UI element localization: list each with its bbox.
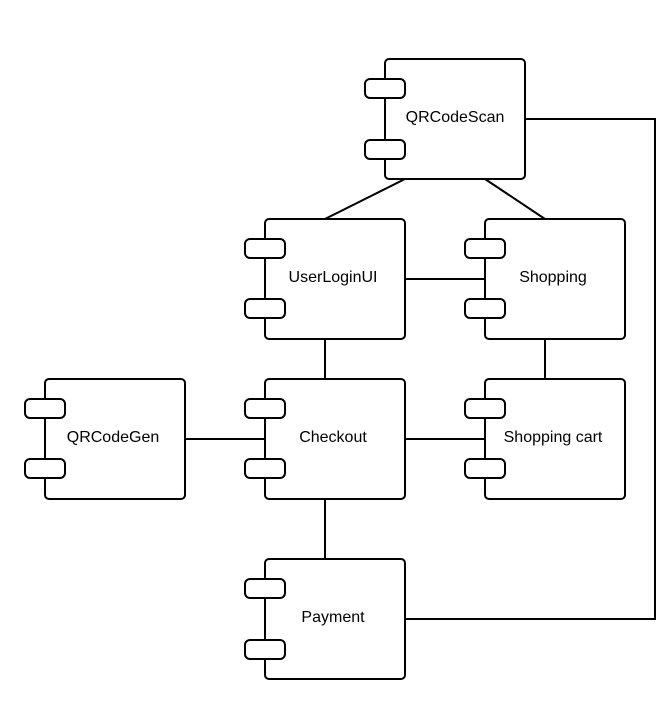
port-bottom bbox=[244, 298, 286, 319]
connector-qrcodescan-payment bbox=[405, 118, 656, 620]
connector-qrcodescan-userloginui bbox=[324, 178, 406, 220]
component-label: QRCodeGen bbox=[67, 429, 160, 446]
component-box bbox=[264, 378, 406, 500]
component-box bbox=[44, 378, 186, 500]
port-top bbox=[244, 578, 286, 599]
component-userloginui: UserLoginUI bbox=[244, 218, 406, 340]
component-label: Shopping bbox=[519, 269, 587, 286]
component-label: Shopping cart bbox=[504, 429, 603, 446]
component-qrcodegen: QRCodeGen bbox=[24, 378, 186, 500]
port-bottom bbox=[464, 458, 506, 479]
port-top bbox=[244, 238, 286, 259]
port-top bbox=[24, 398, 66, 419]
component-shopping-cart: Shopping cart bbox=[464, 378, 626, 500]
port-bottom bbox=[464, 298, 506, 319]
port-bottom bbox=[24, 458, 66, 479]
component-checkout: Checkout bbox=[244, 378, 406, 500]
port-top bbox=[244, 398, 286, 419]
component-box bbox=[264, 218, 406, 340]
component-box bbox=[384, 58, 526, 180]
component-box bbox=[484, 378, 626, 500]
port-top bbox=[364, 78, 406, 99]
component-qrcodescan: QRCodeScan bbox=[364, 58, 526, 180]
component-box bbox=[484, 218, 626, 340]
component-label: QRCodeScan bbox=[406, 109, 505, 126]
component-label: Checkout bbox=[299, 429, 367, 446]
component-label: UserLoginUI bbox=[289, 269, 378, 286]
component-label: Payment bbox=[301, 609, 365, 626]
component-payment: Payment bbox=[244, 558, 406, 680]
connector-qrcodescan-shopping bbox=[484, 178, 546, 220]
port-top bbox=[464, 238, 506, 259]
port-bottom bbox=[364, 139, 406, 160]
component-shopping: Shopping bbox=[464, 218, 626, 340]
port-bottom bbox=[244, 639, 286, 660]
component-box bbox=[264, 558, 406, 680]
port-top bbox=[464, 398, 506, 419]
port-bottom bbox=[244, 458, 286, 479]
connectors bbox=[185, 118, 656, 620]
